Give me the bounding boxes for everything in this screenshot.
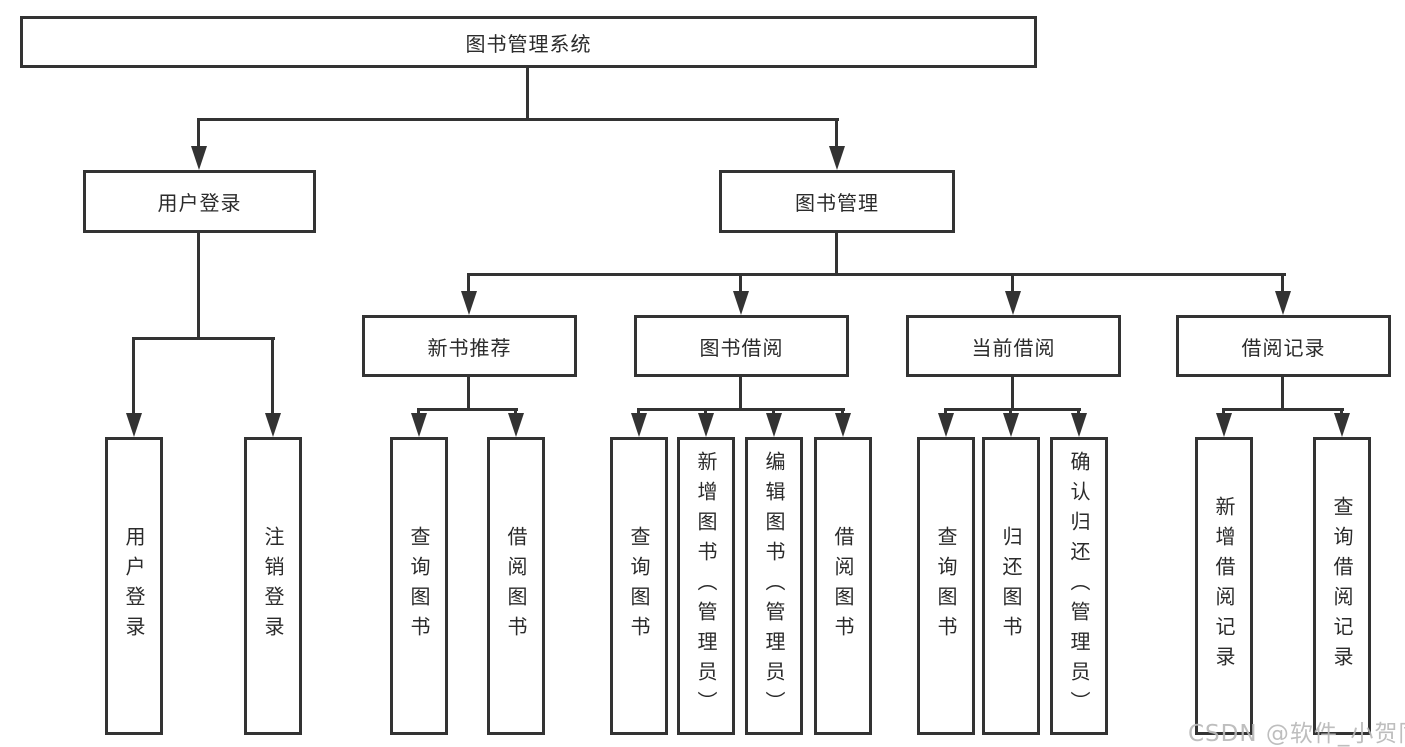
- leaf-label: 确认归还（管理员）: [1067, 451, 1091, 721]
- leaf-add-book-admin: 新增图书（管理员）: [677, 437, 735, 735]
- connector-line: [841, 408, 844, 417]
- arrow-down-icon: [631, 413, 647, 437]
- connector-line: [132, 337, 135, 415]
- node-label: 当前借阅: [971, 335, 1056, 360]
- leaf-label: 新增图书（管理员）: [694, 451, 718, 721]
- leaf-label: 用户登录: [122, 526, 146, 646]
- connector-line: [1011, 273, 1014, 295]
- connector-line: [417, 408, 518, 411]
- arrow-down-icon: [1005, 291, 1021, 315]
- connector-line: [944, 408, 1081, 411]
- connector-line: [739, 273, 742, 295]
- node-root-label: 图书管理系统: [465, 31, 592, 56]
- connector-line: [467, 273, 470, 295]
- arrow-down-icon: [1216, 413, 1232, 437]
- connector-line: [1009, 408, 1012, 417]
- leaf-return-book: 归还图书: [982, 437, 1040, 735]
- node-label: 借阅记录: [1241, 335, 1326, 360]
- leaf-logout: 注销登录: [244, 437, 302, 735]
- arrow-down-icon: [1275, 291, 1291, 315]
- leaf-label: 查询图书: [627, 526, 651, 646]
- connector-line: [271, 337, 274, 415]
- connector-line: [637, 408, 640, 417]
- connector-line: [1077, 408, 1080, 417]
- connector-line: [417, 408, 420, 417]
- node-book-management: 图书管理: [719, 170, 955, 233]
- connector-line: [514, 408, 517, 417]
- node-user-login: 用户登录: [83, 170, 316, 233]
- connector-line: [835, 233, 838, 273]
- connector-line: [197, 118, 200, 148]
- arrow-down-icon: [508, 413, 524, 437]
- leaf-query-books-3: 查询图书: [917, 437, 975, 735]
- connector-line: [467, 377, 470, 408]
- connector-line: [1011, 377, 1014, 408]
- arrow-down-icon: [265, 413, 281, 437]
- connector-line: [132, 337, 275, 340]
- connector-line: [1340, 408, 1343, 417]
- connector-line: [467, 273, 1286, 276]
- arrow-down-icon: [461, 291, 477, 315]
- leaf-label: 查询图书: [934, 526, 958, 646]
- leaf-label: 注销登录: [261, 526, 285, 646]
- node-label: 用户登录: [157, 191, 242, 215]
- connector-line: [739, 377, 742, 408]
- leaf-label: 归还图书: [999, 526, 1023, 646]
- arrow-down-icon: [1003, 413, 1019, 437]
- arrow-down-icon: [766, 413, 782, 437]
- connector-line: [944, 408, 947, 417]
- node-new-book-recommend: 新书推荐: [362, 315, 577, 377]
- leaf-user-login: 用户登录: [105, 437, 163, 735]
- connector-line: [637, 408, 845, 411]
- arrow-down-icon: [1071, 413, 1087, 437]
- leaf-query-borrow-record: 查询借阅记录: [1313, 437, 1371, 735]
- node-root: 图书管理系统: [20, 16, 1037, 68]
- node-book-borrow: 图书借阅: [634, 315, 849, 377]
- connector-line: [835, 118, 838, 148]
- connector-line: [1281, 273, 1284, 295]
- node-label: 新书推荐: [427, 335, 512, 360]
- connector-line: [772, 408, 775, 417]
- leaf-label: 查询图书: [407, 526, 431, 646]
- leaf-borrow-books-1: 借阅图书: [487, 437, 545, 735]
- arrow-down-icon: [829, 146, 845, 170]
- leaf-query-books-1: 查询图书: [390, 437, 448, 735]
- node-borrow-records: 借阅记录: [1176, 315, 1391, 377]
- arrow-down-icon: [698, 413, 714, 437]
- connector-line: [1222, 408, 1225, 417]
- connector-line: [197, 118, 839, 121]
- arrow-down-icon: [1334, 413, 1350, 437]
- connector-line: [526, 66, 529, 118]
- node-current-borrow: 当前借阅: [906, 315, 1121, 377]
- leaf-label: 借阅图书: [831, 526, 855, 646]
- leaf-add-borrow-record: 新增借阅记录: [1195, 437, 1253, 735]
- arrow-down-icon: [191, 146, 207, 170]
- connector-line: [704, 408, 707, 417]
- leaf-edit-book-admin: 编辑图书（管理员）: [745, 437, 803, 735]
- connector-line: [197, 233, 200, 337]
- connector-line: [1222, 408, 1344, 411]
- node-label: 图书管理: [795, 191, 879, 215]
- arrow-down-icon: [938, 413, 954, 437]
- leaf-borrow-books-2: 借阅图书: [814, 437, 872, 735]
- node-label: 图书借阅: [699, 335, 784, 360]
- leaf-confirm-return-admin: 确认归还（管理员）: [1050, 437, 1108, 735]
- leaf-query-books-2: 查询图书: [610, 437, 668, 735]
- arrow-down-icon: [835, 413, 851, 437]
- leaf-label: 新增借阅记录: [1212, 496, 1236, 676]
- csdn-watermark: CSDN @软件_小贺同学: [1188, 721, 1405, 747]
- arrow-down-icon: [126, 413, 142, 437]
- arrow-down-icon: [411, 413, 427, 437]
- leaf-label: 编辑图书（管理员）: [762, 451, 786, 721]
- leaf-label: 查询借阅记录: [1330, 496, 1354, 676]
- connector-line: [1281, 377, 1284, 408]
- arrow-down-icon: [733, 291, 749, 315]
- leaf-label: 借阅图书: [504, 526, 528, 646]
